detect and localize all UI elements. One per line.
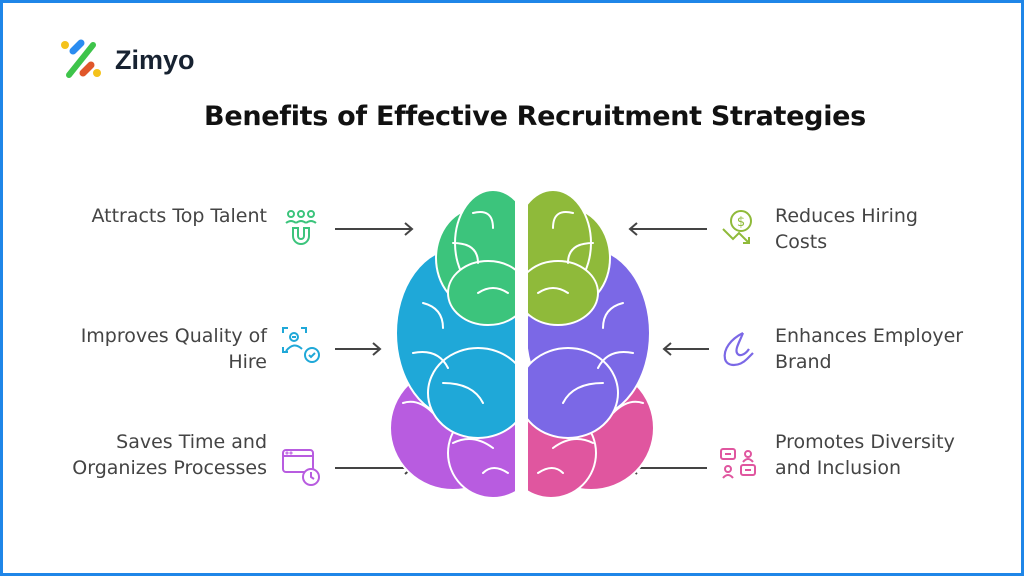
arrow-left-icon	[662, 342, 709, 356]
brain-lobe-hiring-costs	[528, 189, 611, 326]
benefit-label-diversity: Promotes Diversity and Inclusion	[775, 431, 955, 479]
arrow-right-icon	[335, 342, 382, 356]
brain-lobe-attracts-talent	[435, 189, 515, 326]
zimyo-logo: Zimyo	[59, 39, 195, 81]
zimyo-logo-icon	[61, 39, 101, 78]
brain-illustration	[389, 189, 655, 499]
svg-text:$: $	[737, 215, 745, 230]
logo-text: Zimyo	[115, 44, 195, 75]
people-chat-icon	[719, 447, 759, 487]
benefit-label-employer-brand: Enhances Employer Brand	[775, 325, 964, 373]
benefit-label-saves-time: Saves Time and Organizes Processes	[72, 431, 267, 479]
calendar-clock-icon	[281, 447, 321, 487]
page-title: Benefits of Effective Recruitment Strate…	[204, 101, 866, 132]
benefit-label-attracts-talent: Attracts Top Talent	[91, 205, 267, 227]
person-check-icon	[281, 325, 321, 365]
benefit-label-reduces-costs: Reduces Hiring Costs	[775, 205, 918, 253]
brain-folds	[402, 211, 644, 474]
magnet-people-icon	[283, 208, 323, 248]
dollar-down-icon: $	[719, 207, 759, 247]
arrow-right-icon	[335, 222, 414, 236]
brand-swirl-icon	[719, 329, 759, 369]
benefit-label-quality-of-hire: Improves Quality of Hire	[80, 325, 267, 373]
arrow-left-icon	[628, 222, 707, 236]
